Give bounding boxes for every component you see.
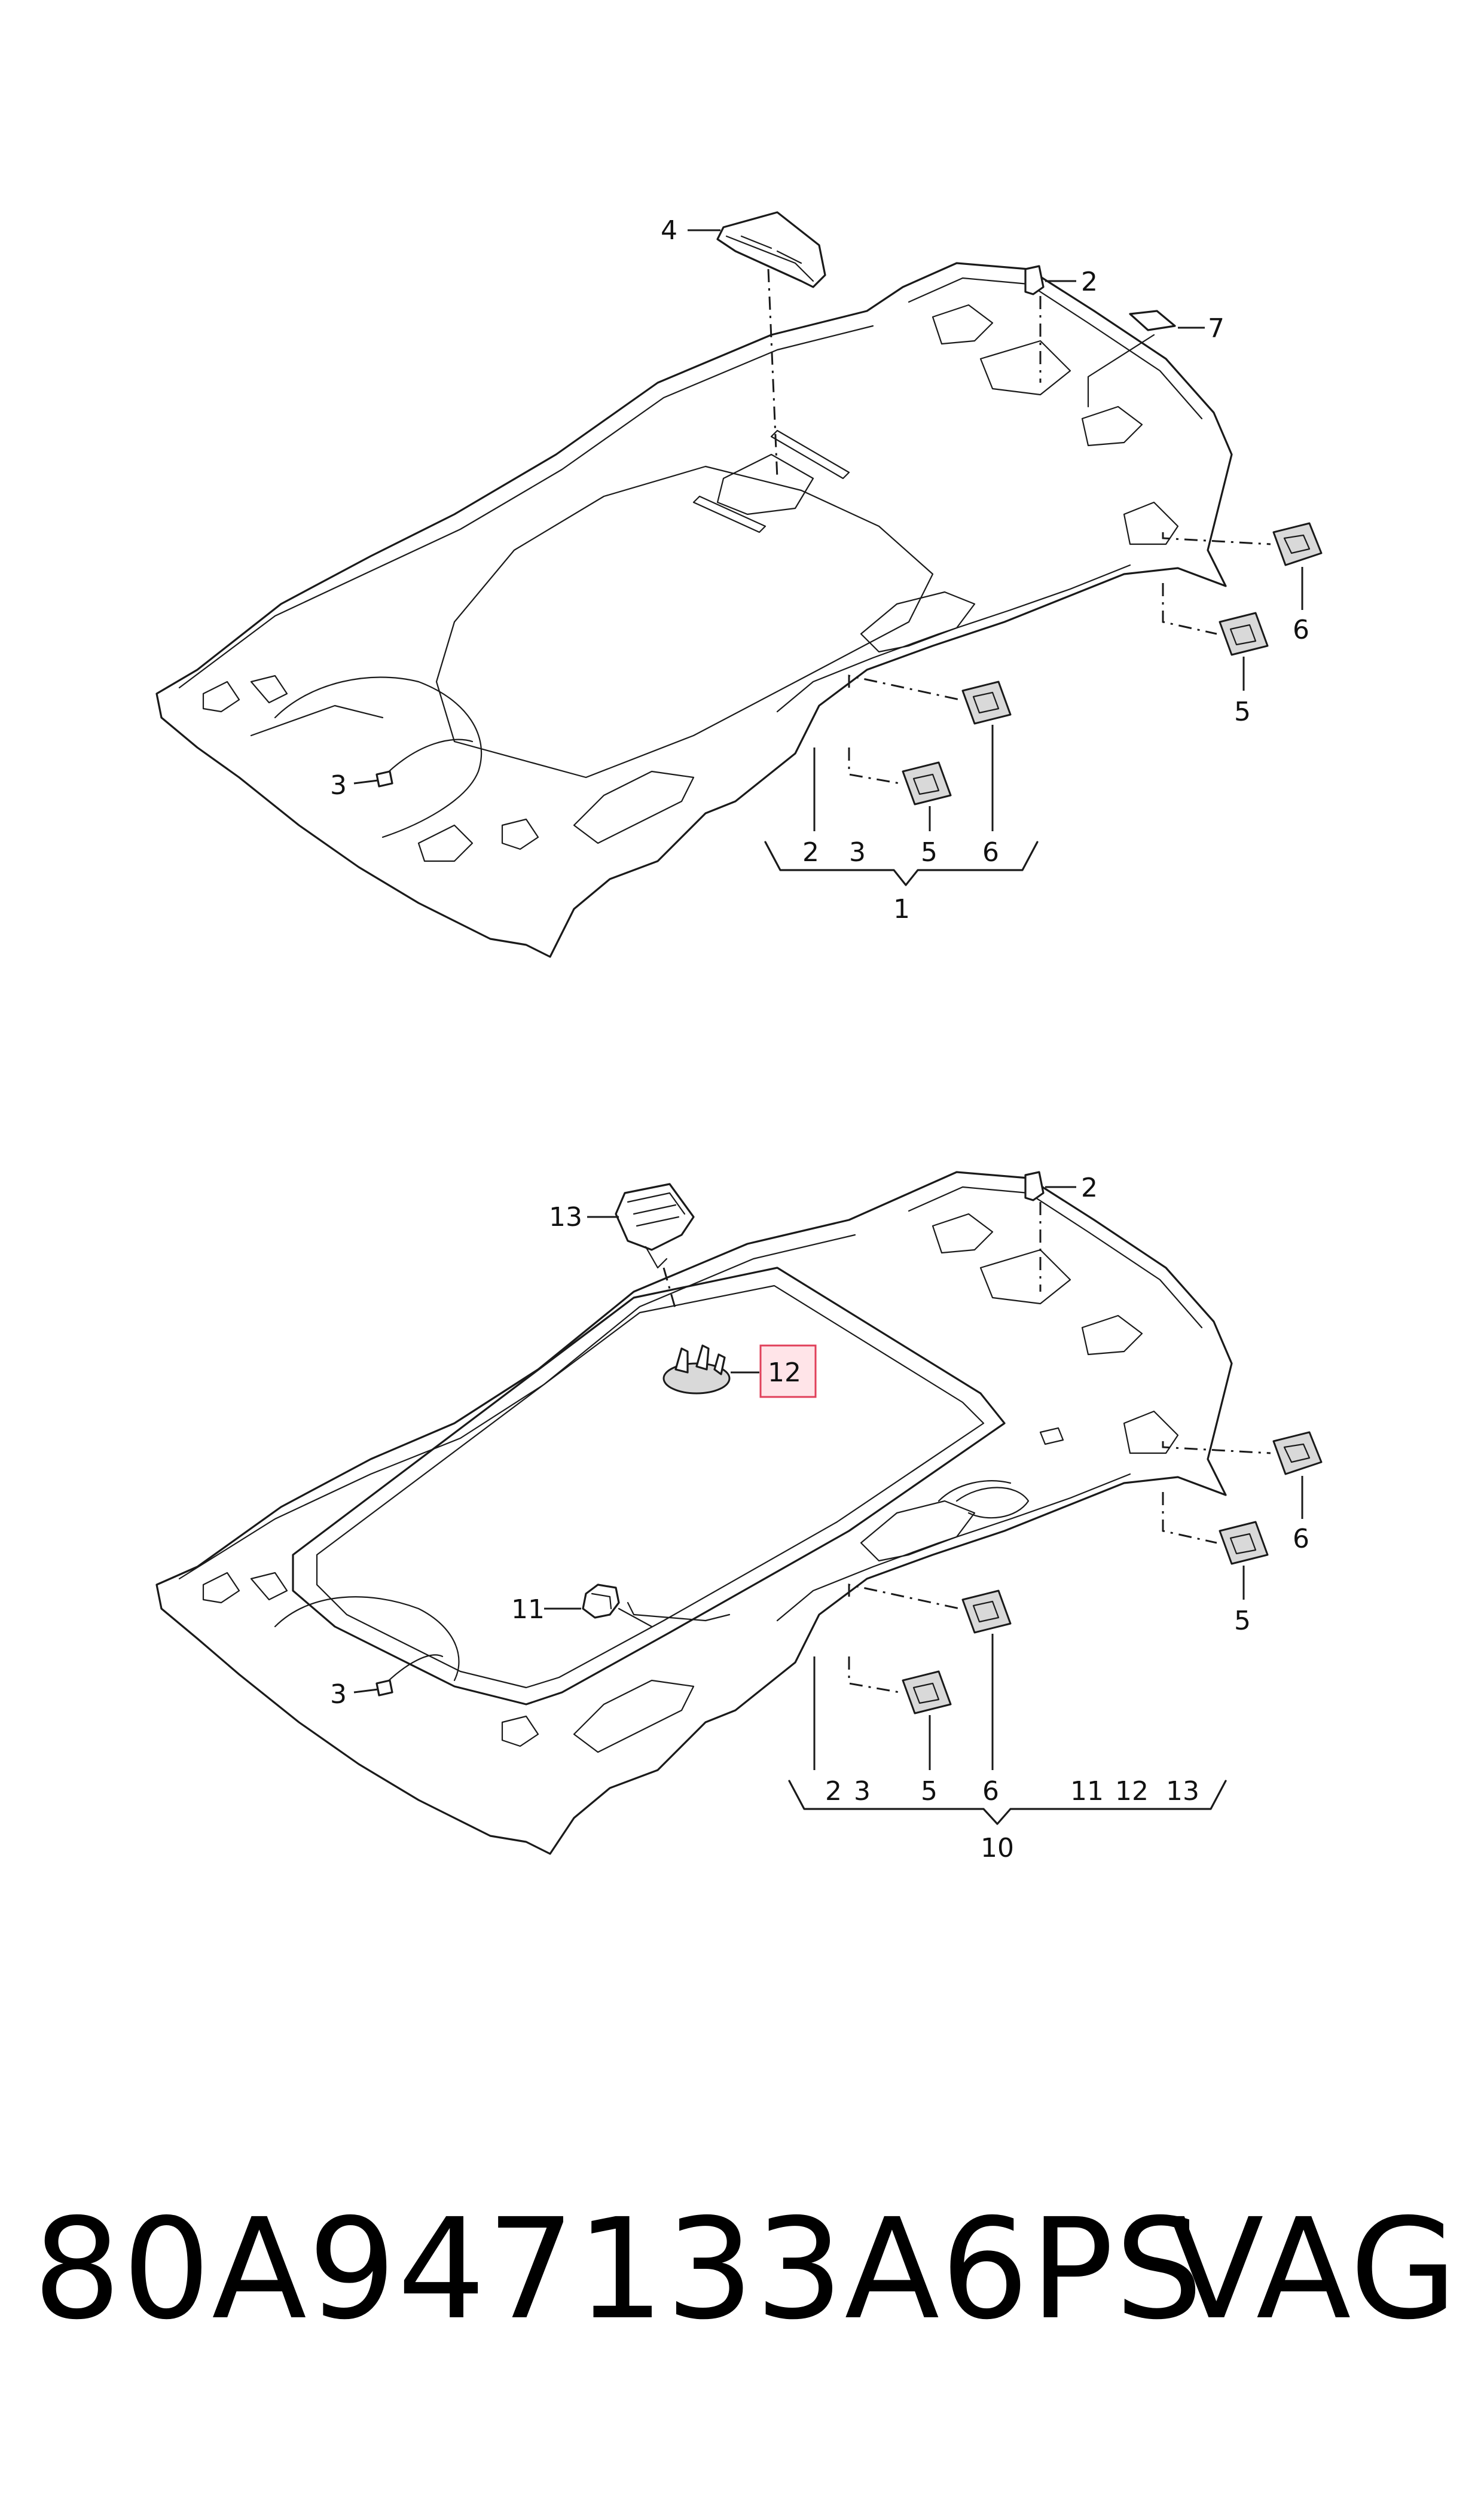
top-part-6-cover-front <box>961 681 1012 725</box>
top-callout-2: 2 <box>1081 267 1098 297</box>
bottom-callout-2: 2 <box>1081 1173 1098 1203</box>
top-part-7-label <box>1129 310 1176 331</box>
bottom-callout-3: 3 <box>330 1679 347 1710</box>
top-bracket-label: 1 <box>893 894 910 925</box>
top-part-4-dome-light <box>716 211 826 288</box>
bottom-callout-6-front: 6 <box>982 1776 999 1807</box>
bottom-bracket-item-2: 3 <box>854 1776 871 1807</box>
part-number: 80A947133A6PS <box>33 2189 1205 2350</box>
bottom-callout-11: 11 <box>511 1594 545 1625</box>
top-callout-4: 4 <box>661 215 677 246</box>
bottom-bracket <box>788 1780 1227 1825</box>
bottom-sunroof-opening <box>292 1267 1006 1706</box>
bottom-callout-6-rear: 6 <box>1293 1524 1309 1554</box>
top-callout-6-front: 6 <box>982 837 999 868</box>
top-bracket-item-1: 2 <box>802 837 819 868</box>
brand-name: VAG <box>1169 2189 1459 2350</box>
top-bracket <box>764 841 1039 886</box>
bottom-part-12-clip <box>662 1344 731 1395</box>
bottom-callout-12-highlight <box>759 1344 817 1398</box>
footer-caption: 80A947133A6PS VAG <box>33 2183 1459 2356</box>
top-part-2-clip <box>1024 265 1045 295</box>
top-callout-3: 3 <box>330 770 347 801</box>
bottom-part-5-cover-front <box>902 1670 952 1714</box>
bottom-bracket-item-7: 13 <box>1166 1776 1199 1807</box>
bottom-headliner-assembly <box>155 1171 1233 1855</box>
top-callout-5-rear: 5 <box>1234 697 1251 727</box>
bottom-callout-13: 13 <box>549 1202 582 1232</box>
bottom-part-11-clip <box>582 1584 620 1619</box>
top-headliner-assembly <box>155 262 1233 958</box>
bottom-part-6-cover-front <box>961 1589 1012 1634</box>
bottom-part-2-clip <box>1024 1171 1045 1201</box>
bottom-headliner-panel <box>155 1171 1233 1855</box>
top-callout-7: 7 <box>1208 313 1225 344</box>
bottom-callout-5-rear: 5 <box>1234 1606 1251 1636</box>
bottom-part-13-module <box>615 1183 695 1269</box>
bottom-bracket-item-1: 2 <box>825 1776 842 1807</box>
top-part-5-cover-rear <box>1219 612 1269 656</box>
top-callout-6-rear: 6 <box>1293 615 1309 645</box>
bottom-bracket-label: 10 <box>981 1833 1014 1863</box>
top-callout-5-front: 5 <box>921 837 938 868</box>
bottom-callout-5-front: 5 <box>921 1776 938 1807</box>
top-headliner-panel <box>155 262 1233 958</box>
bottom-bracket-item-5: 11 <box>1070 1776 1104 1807</box>
bottom-callout-12: 12 <box>768 1357 801 1388</box>
top-part-6-cover-rear <box>1272 522 1323 566</box>
bottom-part-6-cover-rear <box>1272 1431 1323 1475</box>
bottom-bracket-item-6: 12 <box>1115 1776 1149 1807</box>
top-bracket-item-2: 3 <box>849 837 866 868</box>
top-part-5-cover-front <box>902 761 952 806</box>
bottom-part-5-cover-rear <box>1219 1521 1269 1565</box>
